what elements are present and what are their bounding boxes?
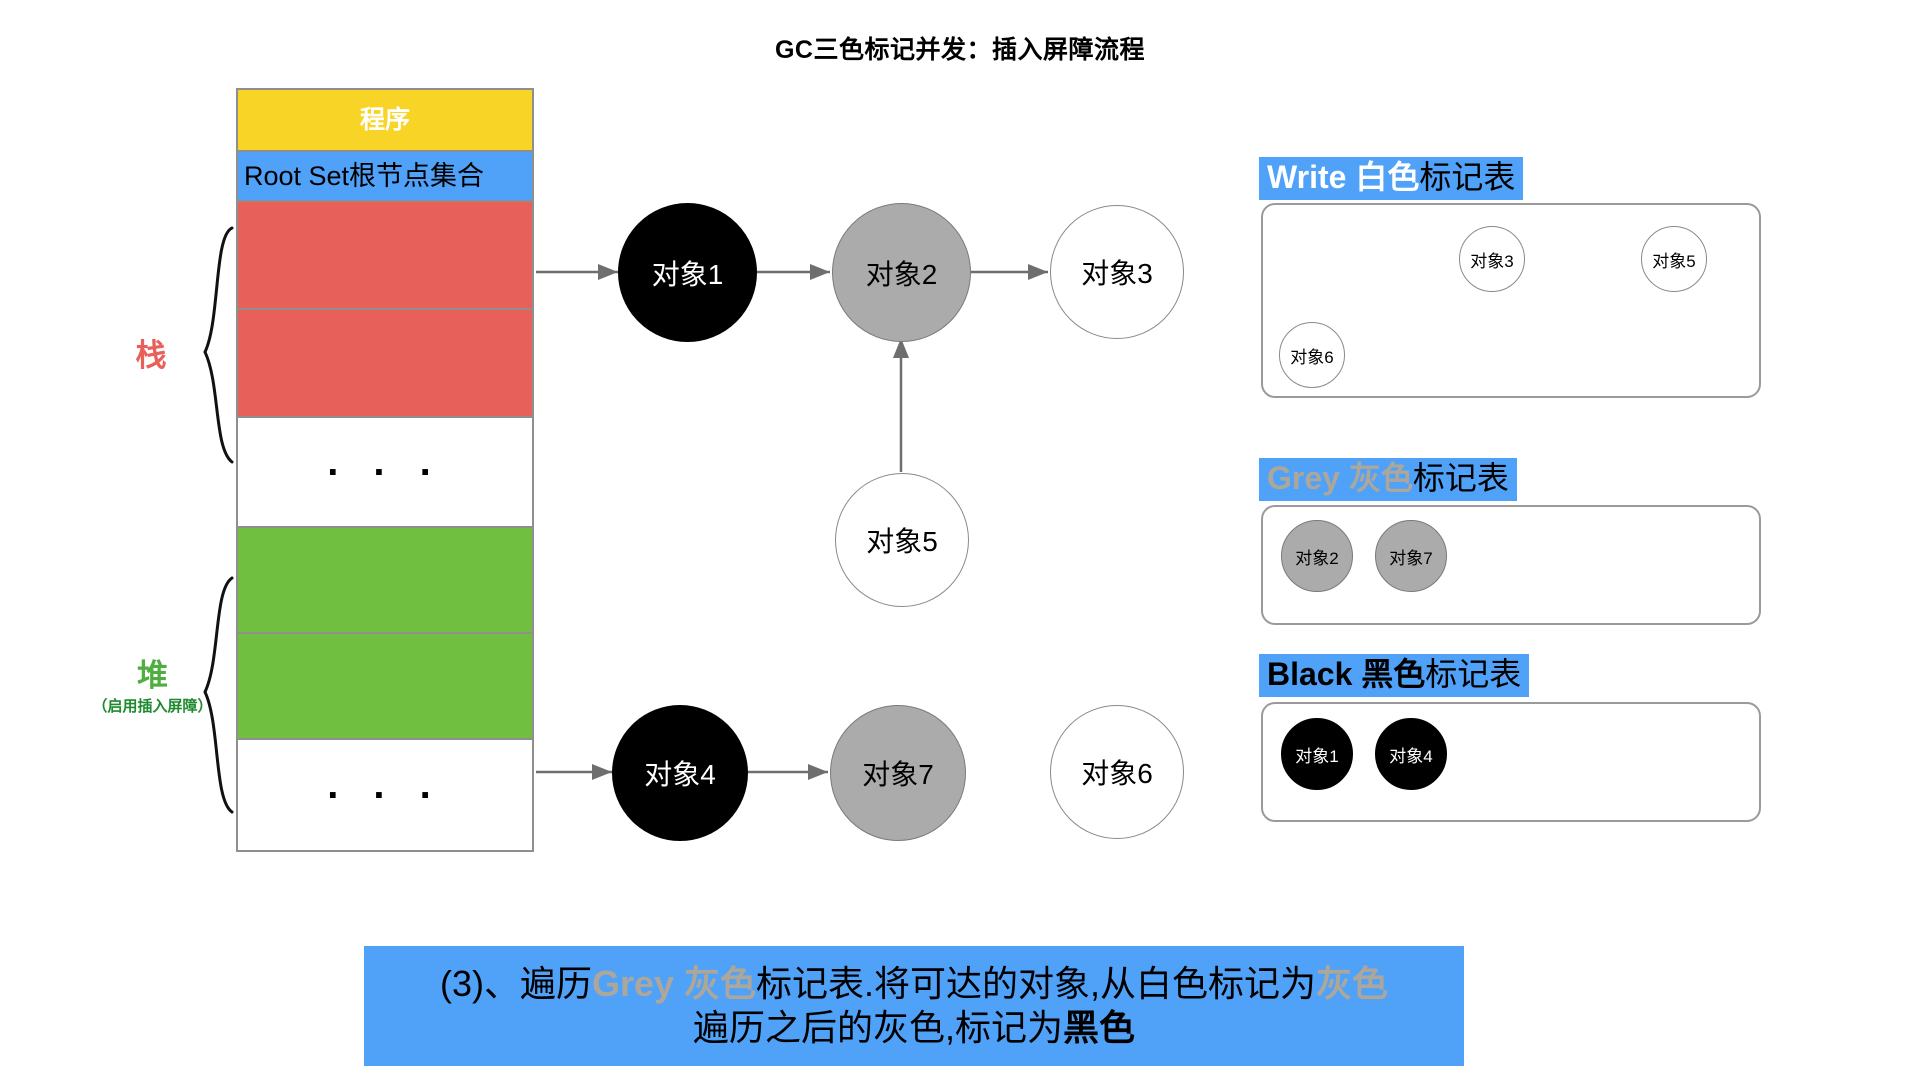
heap-label-sub: （启用插入屏障）: [92, 697, 213, 715]
memory-row-root-set: Root Set根节点集合: [236, 152, 534, 202]
white-mark-table-title: Write 白色标记表: [1259, 157, 1524, 200]
stack-ellipsis-label: . . .: [327, 440, 443, 484]
memory-row-heap-ellipsis: . . .: [236, 740, 534, 852]
caption-line1-b: 标记表.将可达的对象,从白色标记为: [756, 963, 1317, 1005]
graph-node-obj2-label: 对象2: [865, 258, 938, 290]
caption-line2-bold: 黑色: [1063, 1007, 1136, 1048]
caption-banner: (3)、遍历Grey 灰色标记表.将可达的对象,从白色标记为灰色 遍历之后的灰色…: [364, 946, 1464, 1066]
graph-node-obj6[interactable]: 对象6: [1050, 705, 1184, 839]
memory-row-heap-slot-2: [236, 634, 534, 740]
program-label: 程序: [359, 105, 410, 134]
white-table-chip-obj5-label: 对象5: [1652, 251, 1696, 271]
white-table-chip-obj3-label: 对象3: [1470, 251, 1514, 271]
graph-node-obj7[interactable]: 对象7: [830, 705, 966, 841]
heap-ellipsis-label: . . .: [327, 763, 443, 807]
graph-node-obj1-label: 对象1: [651, 258, 724, 290]
black-mark-table-title: Black 黑色标记表: [1259, 654, 1530, 697]
black-mark-table-title-colored: Black 黑色: [1267, 656, 1426, 692]
grey-table-chip-obj2[interactable]: 对象2: [1281, 520, 1353, 592]
black-table-chip-obj4[interactable]: 对象4: [1375, 718, 1447, 790]
graph-node-obj4-label: 对象4: [644, 759, 716, 790]
grey-table-chip-obj7-label: 对象7: [1389, 548, 1433, 568]
black-table-chip-obj1[interactable]: 对象1: [1281, 718, 1353, 790]
black-mark-table-title-rest: 标记表: [1425, 656, 1522, 692]
root-set-label: Root Set根节点集合: [244, 160, 485, 191]
graph-node-obj3-label: 对象3: [1081, 258, 1153, 289]
heap-label: 堆 （启用插入屏障）: [60, 658, 245, 716]
white-mark-table-title-rest: 标记表: [1419, 159, 1516, 195]
graph-node-obj7-label: 对象7: [862, 759, 934, 790]
black-table-chip-obj1-label: 对象1: [1295, 746, 1339, 766]
grey-table-chip-obj7[interactable]: 对象7: [1375, 520, 1447, 592]
memory-column: 程序 Root Set根节点集合 . . . . . .: [236, 88, 534, 852]
graph-node-obj2[interactable]: 对象2: [832, 203, 971, 342]
graph-node-obj6-label: 对象6: [1081, 758, 1153, 789]
stack-brace: [203, 226, 234, 464]
grey-mark-table-title-rest: 标记表: [1412, 460, 1509, 496]
white-table-chip-obj5[interactable]: 对象5: [1641, 226, 1707, 292]
memory-row-stack-slot-2: [236, 310, 534, 418]
stack-label: 栈: [135, 338, 167, 373]
caption-line-2: 遍历之后的灰色,标记为黑色: [693, 1006, 1135, 1050]
grey-mark-table-title: Grey 灰色标记表: [1259, 458, 1517, 501]
page-title: GC三色标记并发：插入屏障流程: [774, 36, 1145, 64]
caption-line2-a: 遍历之后的灰色,标记为: [692, 1007, 1063, 1048]
graph-node-obj5[interactable]: 对象5: [835, 473, 969, 607]
white-mark-table-title-colored: Write 白色: [1267, 159, 1420, 195]
white-table-chip-obj6[interactable]: 对象6: [1279, 322, 1345, 388]
grey-table-chip-obj2-label: 对象2: [1295, 548, 1339, 568]
memory-row-stack-ellipsis: . . .: [236, 418, 534, 528]
caption-line-1: (3)、遍历Grey 灰色标记表.将可达的对象,从白色标记为灰色: [440, 962, 1388, 1006]
memory-row-stack-slot-1: [236, 202, 534, 310]
white-table-chip-obj3[interactable]: 对象3: [1459, 226, 1525, 292]
memory-row-program: 程序: [236, 88, 534, 152]
caption-line1-grey2: 灰色: [1316, 963, 1389, 1005]
grey-mark-table-title-colored: Grey 灰色: [1267, 460, 1413, 496]
graph-node-obj4[interactable]: 对象4: [612, 705, 748, 841]
white-table-chip-obj6-label: 对象6: [1290, 347, 1334, 367]
heap-label-main: 堆: [137, 658, 168, 693]
black-table-chip-obj4-label: 对象4: [1389, 746, 1433, 766]
memory-row-heap-slot-1: [236, 528, 534, 634]
graph-node-obj3[interactable]: 对象3: [1050, 205, 1184, 339]
graph-node-obj5-label: 对象5: [866, 526, 938, 557]
caption-line1-a: (3)、遍历: [439, 963, 592, 1005]
caption-line1-grey1: Grey 灰色: [591, 963, 757, 1005]
graph-node-obj1[interactable]: 对象1: [618, 203, 757, 342]
